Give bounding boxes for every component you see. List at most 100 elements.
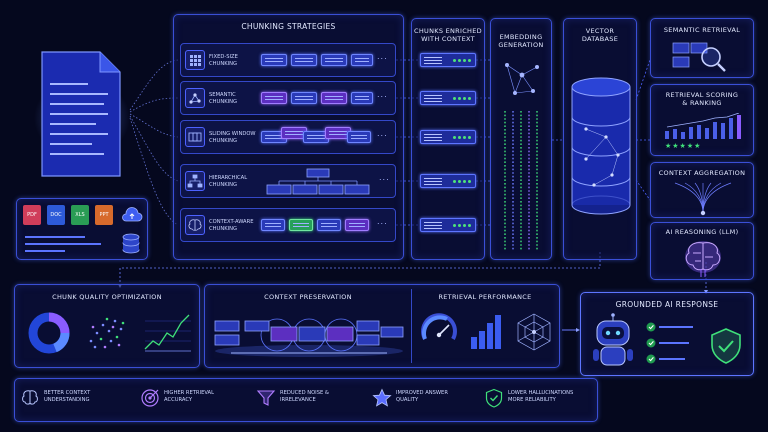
- shield-check-icon: [711, 328, 741, 364]
- benefit-label: BETTER CONTEXT UNDERSTANDING: [44, 390, 91, 403]
- embedding-network: [505, 63, 539, 95]
- strategy-label: SEMANTIC CHUNKING: [209, 92, 238, 105]
- database-icon: [122, 233, 140, 254]
- enriched-chunk: [420, 174, 476, 188]
- enriched-chunk: [420, 53, 476, 67]
- benefit-context-understanding: BETTER CONTEXT UNDERSTANDING: [18, 382, 130, 418]
- trend-line-icon: [144, 314, 191, 352]
- benefit-label: LOWER HALLUCINATIONS MORE RELIABILITY: [508, 390, 574, 403]
- grounded-response-panel: GROUNDED AI RESPONSE: [580, 292, 754, 376]
- chunks-enriched-title: CHUNKS ENRICHED WITH CONTEXT: [414, 27, 482, 43]
- chunk-block: [261, 54, 287, 66]
- benefit-lower-hallucinations: LOWER HALLUCINATIONS MORE RELIABILITY: [482, 382, 594, 418]
- hierarchy-tree: [266, 168, 370, 195]
- enriched-chunk: [420, 91, 476, 105]
- vector-database-icon: [571, 77, 631, 215]
- file-type-xls: XLS: [71, 205, 89, 225]
- embedding-generation-title: EMBEDDING GENERATION: [498, 33, 544, 49]
- strategy-label: CONTEXT-AWARE CHUNKING: [209, 219, 254, 232]
- donut-chart-icon: [28, 312, 70, 354]
- funnel-icon: [256, 390, 276, 406]
- document-icon: [34, 51, 130, 177]
- file-types-panel: PDF DOC XLS PPT: [16, 198, 148, 260]
- embedding-generation-panel: EMBEDDING GENERATION: [490, 18, 552, 260]
- funnel-lines-icon: [674, 182, 732, 216]
- network-web-icon: [517, 313, 551, 351]
- chunk-block: [351, 92, 373, 104]
- enriched-chunk: [420, 218, 476, 232]
- performance-bars-icon: [471, 315, 501, 349]
- chunk-block: [321, 54, 347, 66]
- benefit-label: HIGHER RETRIEVAL ACCURACY: [164, 390, 214, 403]
- chunk-block: [321, 92, 347, 104]
- chunk-block: [345, 219, 369, 231]
- answer-check-list: [645, 319, 699, 369]
- benefit-reduced-noise: REDUCED NOISE & IRRELEVANCE: [254, 382, 366, 418]
- hierarchy-icon: [185, 171, 205, 191]
- chunk-block: [261, 219, 285, 231]
- chunk-quality-panel: CHUNK QUALITY OPTIMIZATION: [14, 284, 200, 368]
- chunk-block: [291, 92, 317, 104]
- chunk-block: [289, 219, 313, 231]
- sliding-window-icon: [185, 127, 205, 147]
- ellipsis: ...: [377, 129, 388, 138]
- ai-reasoning-title: AI REASONING (LLM): [665, 228, 739, 236]
- context-aggregation-title: CONTEXT AGGREGATION: [658, 169, 746, 177]
- benefit-label: REDUCED NOISE & IRRELEVANCE: [280, 390, 329, 403]
- rating-stars: ★★★★★: [665, 142, 702, 150]
- retrieval-performance-title: RETRIEVAL PERFORMANCE: [438, 293, 532, 301]
- brain-icon: [685, 241, 721, 277]
- chunking-strategies-title: CHUNKING STRATEGIES: [241, 22, 336, 31]
- target-icon: [141, 389, 159, 407]
- file-type-doc: DOC: [47, 205, 65, 225]
- ellipsis: ...: [377, 90, 388, 99]
- chunk-block: [347, 131, 371, 143]
- semantic-retrieval-title: SEMANTIC RETRIEVAL: [663, 26, 741, 34]
- grid-icon: [185, 50, 205, 70]
- strategy-label: FIXED-SIZE CHUNKING: [209, 54, 238, 67]
- preservation-performance-panel: CONTEXT PRESERVATION RETRIEVAL PERFORMAN…: [204, 284, 560, 368]
- ai-reasoning-panel: AI REASONING (LLM): [650, 222, 754, 280]
- chunk-block: [317, 219, 341, 231]
- context-aggregation-panel: CONTEXT AGGREGATION: [650, 162, 754, 218]
- robot-icon: [593, 313, 633, 366]
- text-lines-icon: [25, 236, 101, 252]
- ranking-bars-chart: [665, 113, 741, 139]
- enriched-chunk: [420, 130, 476, 144]
- retrieval-scoring-title: RETRIEVAL SCORING & RANKING: [665, 91, 739, 107]
- benefit-retrieval-accuracy: HIGHER RETRIEVAL ACCURACY: [138, 382, 250, 418]
- scatter-points-icon: [89, 317, 125, 349]
- chunk-block: [303, 131, 329, 143]
- vector-database-title: VECTOR DATABASE: [581, 27, 619, 43]
- brain-icon: [22, 390, 38, 405]
- strategy-row-sliding-window: SLIDING WINDOW CHUNKING ...: [180, 120, 396, 154]
- grounded-response-title: GROUNDED AI RESPONSE: [615, 300, 719, 309]
- ellipsis: ...: [377, 52, 388, 61]
- ellipsis: ...: [379, 173, 390, 182]
- shield-check-icon: [485, 388, 503, 408]
- source-document: [34, 48, 130, 188]
- strategy-row-semantic: SEMANTIC CHUNKING ...: [180, 81, 396, 115]
- speedometer-icon: [421, 313, 457, 340]
- cloud-upload-icon: [122, 207, 143, 222]
- file-type-ppt: PPT: [95, 205, 113, 225]
- chunk-block: [291, 54, 317, 66]
- benefit-label: IMPROVED ANSWER QUALITY: [396, 390, 448, 403]
- benefit-answer-quality: IMPROVED ANSWER QUALITY: [370, 382, 482, 418]
- ellipsis: ...: [377, 217, 388, 226]
- divider: [411, 289, 412, 363]
- chunk-quality-title: CHUNK QUALITY OPTIMIZATION: [52, 293, 162, 301]
- search-icon: [672, 42, 726, 72]
- strategy-row-context-aware: CONTEXT-AWARE CHUNKING ...: [180, 208, 396, 242]
- vector-database-panel: VECTOR DATABASE: [563, 18, 637, 260]
- retrieval-scoring-panel: RETRIEVAL SCORING & RANKING ★★★★★: [650, 84, 754, 156]
- brain-icon: [185, 215, 205, 235]
- star-icon: [372, 388, 392, 407]
- semantic-retrieval-panel: SEMANTIC RETRIEVAL: [650, 18, 754, 78]
- strategy-row-fixed-size: FIXED-SIZE CHUNKING ...: [180, 43, 396, 77]
- overlapping-chunks-illustration: [214, 318, 404, 357]
- strategy-row-hierarchical: HIERARCHICAL CHUNKING ...: [180, 164, 396, 198]
- context-preservation-title: CONTEXT PRESERVATION: [264, 293, 352, 301]
- strategy-label: HIERARCHICAL CHUNKING: [209, 175, 248, 188]
- chunk-block: [261, 92, 287, 104]
